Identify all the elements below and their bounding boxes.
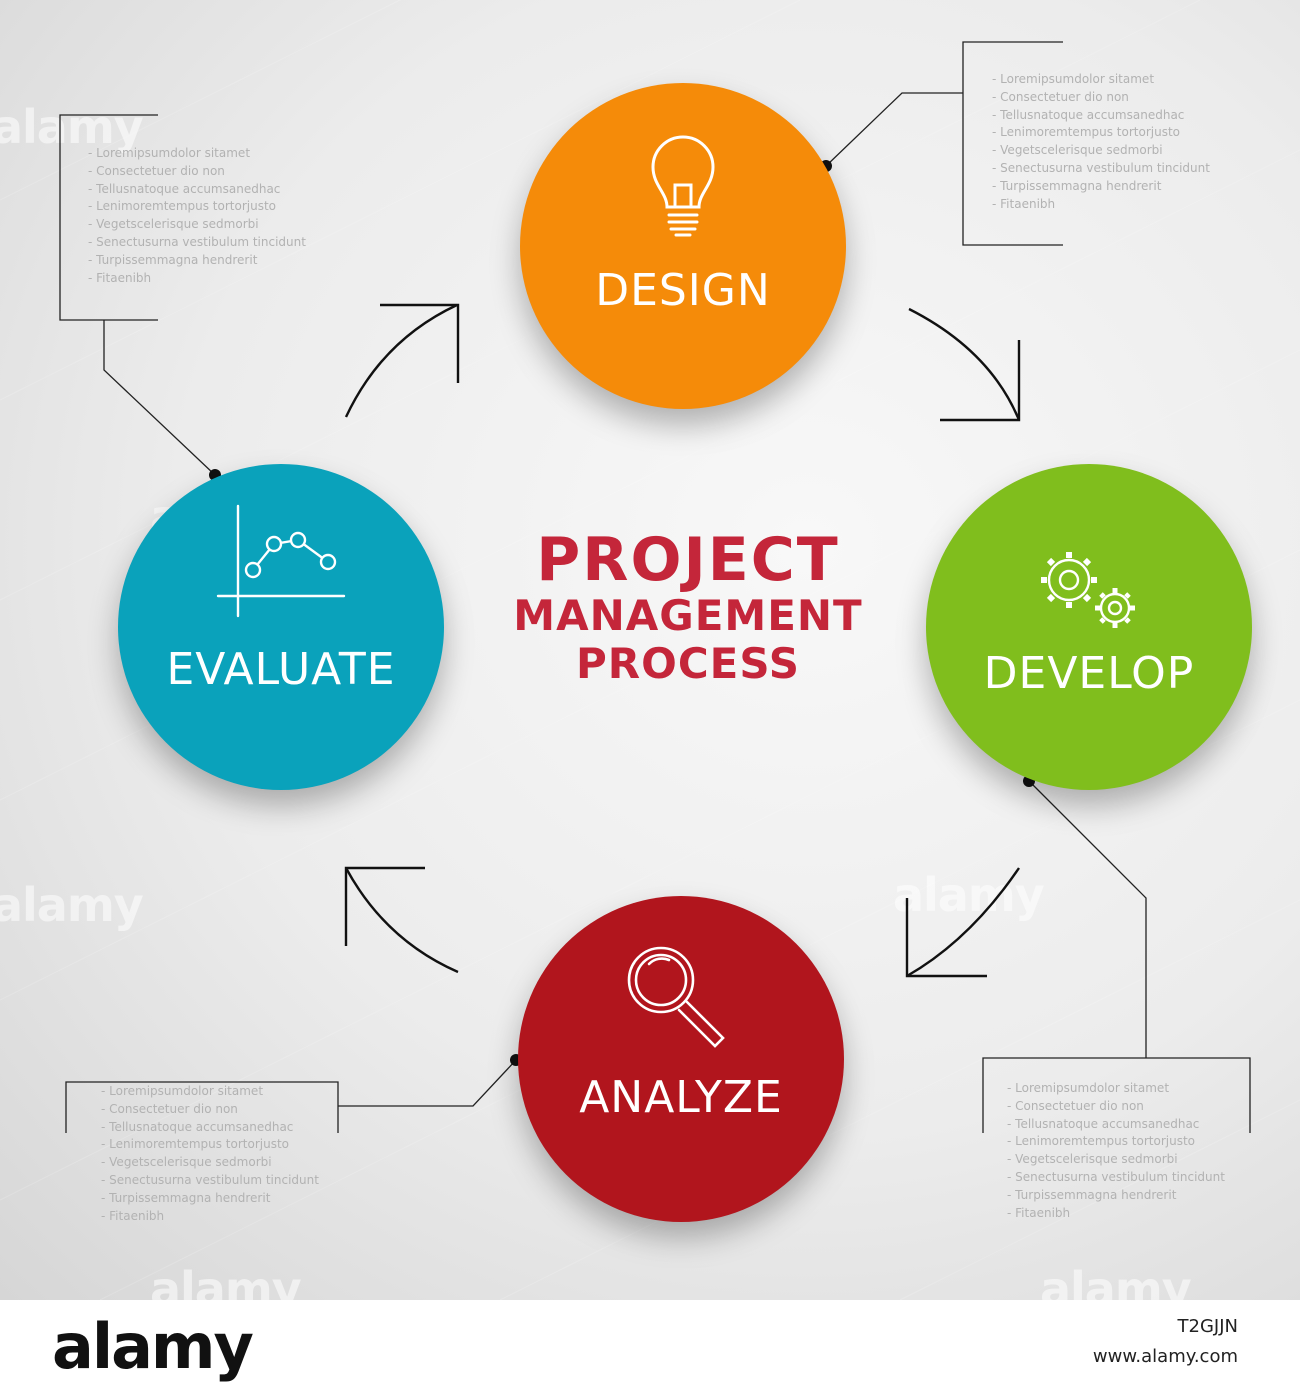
- diagram-canvas: alamy alamy alamy alamy alamy alamy alam…: [0, 0, 1300, 1300]
- cycle-arrow-design-to-develop: [908, 307, 1021, 421]
- evaluate-node: EVALUATE: [118, 464, 444, 790]
- develop-note-bracket: [982, 1057, 1251, 1133]
- note-item: Turpissemmagna hendrerit: [101, 1190, 319, 1208]
- watermark: alamy: [150, 1262, 302, 1300]
- note-item: Tellusnatoque accumsanedhac: [101, 1119, 319, 1137]
- alamy-logo: alamy: [52, 1310, 254, 1383]
- note-item: Consectetuer dio non: [101, 1101, 319, 1119]
- cycle-arrow-analyze-to-evaluate: [344, 867, 459, 974]
- image-id: T2GJJN: [1177, 1316, 1238, 1337]
- note-item: Tellusnatoque accumsanedhac: [1007, 1116, 1225, 1134]
- design-note-bracket: [962, 41, 1063, 246]
- evaluate-note-bracket: [59, 114, 158, 321]
- evaluate-label: EVALUATE: [166, 644, 396, 695]
- note-item: Lenimoremtempus tortorjusto: [88, 198, 306, 216]
- note-item: Lenimoremtempus tortorjusto: [1007, 1133, 1225, 1151]
- design-node: DESIGN: [520, 83, 846, 409]
- title-line-2: MANAGEMENT: [513, 591, 863, 640]
- develop-notes: Loremipsumdolor sitamet Consectetuer dio…: [1007, 1080, 1225, 1222]
- watermark: alamy: [0, 878, 144, 932]
- note-item: Lenimoremtempus tortorjusto: [992, 124, 1210, 142]
- note-item: Loremipsumdolor sitamet: [1007, 1080, 1225, 1098]
- develop-label: DEVELOP: [983, 648, 1195, 699]
- diagram-title: PROJECT MANAGEMENT PROCESS: [468, 528, 908, 688]
- analyze-notes: Loremipsumdolor sitamet Consectetuer dio…: [101, 1083, 319, 1225]
- develop-connector: [1028, 780, 1147, 1058]
- note-item: Tellusnatoque accumsanedhac: [88, 181, 306, 199]
- note-item: Loremipsumdolor sitamet: [101, 1083, 319, 1101]
- design-label: DESIGN: [595, 265, 771, 316]
- note-item: Senectusurna vestibulum tincidunt: [101, 1172, 319, 1190]
- design-connector: [825, 92, 963, 167]
- note-item: Vegetscelerisque sedmorbi: [992, 142, 1210, 160]
- magnifier-icon: [627, 946, 725, 1048]
- note-item: Fitaenibh: [88, 270, 306, 288]
- analyze-connector: [338, 1059, 517, 1107]
- note-item: Consectetuer dio non: [992, 89, 1210, 107]
- note-item: Turpissemmagna hendrerit: [992, 178, 1210, 196]
- note-item: Vegetscelerisque sedmorbi: [1007, 1151, 1225, 1169]
- analyze-note-bracket: [65, 1081, 339, 1133]
- cycle-arrow-develop-to-analyze: [906, 867, 1020, 978]
- design-notes: Loremipsumdolor sitamet Consectetuer dio…: [992, 71, 1210, 213]
- watermark: alamy: [1040, 1262, 1192, 1300]
- note-item: Senectusurna vestibulum tincidunt: [992, 160, 1210, 178]
- note-item: Lenimoremtempus tortorjusto: [101, 1136, 319, 1154]
- note-item: Vegetscelerisque sedmorbi: [101, 1154, 319, 1172]
- note-item: Consectetuer dio non: [1007, 1098, 1225, 1116]
- analyze-label: ANALYZE: [579, 1072, 783, 1123]
- note-item: Fitaenibh: [101, 1208, 319, 1226]
- title-line-3: PROCESS: [576, 639, 800, 688]
- note-item: Turpissemmagna hendrerit: [88, 252, 306, 270]
- evaluate-connector: [103, 320, 216, 476]
- note-item: Loremipsumdolor sitamet: [992, 71, 1210, 89]
- note-item: Vegetscelerisque sedmorbi: [88, 216, 306, 234]
- note-item: Loremipsumdolor sitamet: [88, 145, 306, 163]
- lightbulb-icon: [651, 135, 715, 237]
- gears-icon: [1041, 552, 1135, 628]
- note-item: Tellusnatoque accumsanedhac: [992, 107, 1210, 125]
- note-item: Senectusurna vestibulum tincidunt: [1007, 1169, 1225, 1187]
- analyze-node: ANALYZE: [518, 896, 844, 1222]
- develop-node: DEVELOP: [926, 464, 1252, 790]
- note-item: Consectetuer dio non: [88, 163, 306, 181]
- note-item: Turpissemmagna hendrerit: [1007, 1187, 1225, 1205]
- line-chart-icon: [216, 504, 346, 618]
- evaluate-notes: Loremipsumdolor sitamet Consectetuer dio…: [88, 145, 306, 287]
- note-item: Fitaenibh: [1007, 1205, 1225, 1223]
- footer-url: www.alamy.com: [1092, 1346, 1238, 1367]
- title-line-1: PROJECT: [536, 525, 840, 595]
- note-item: Fitaenibh: [992, 196, 1210, 214]
- watermark: alamy: [893, 868, 1045, 922]
- watermark-footer: alamy T2GJJN www.alamy.com: [0, 1300, 1300, 1389]
- note-item: Senectusurna vestibulum tincidunt: [88, 234, 306, 252]
- cycle-arrow-evaluate-to-design: [344, 303, 458, 418]
